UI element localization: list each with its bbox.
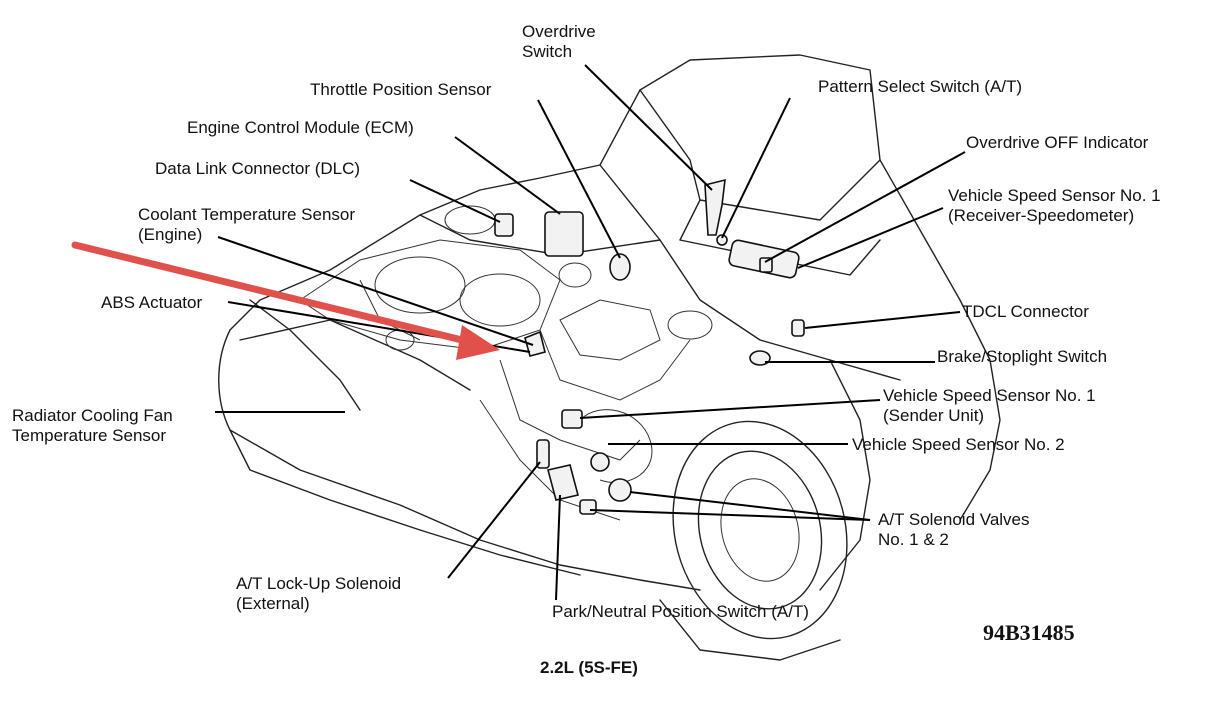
leader-vss1-receiver [797,207,944,269]
dlc-glyph [494,213,514,237]
lockup-solenoid-glyph [536,439,550,469]
label-at-solenoid-valves: A/T Solenoid Valves No. 1 & 2 [878,510,1030,549]
leader-ecm [454,136,561,215]
label-at-lockup-solenoid: A/T Lock-Up Solenoid (External) [236,574,402,613]
leader-lockup-solenoid [447,461,541,579]
label-throttle-position-sensor: Throttle Position Sensor [310,80,492,99]
pattern-switch-glyph [716,234,728,246]
leader-lines [215,64,966,601]
park-neutral-switch-glyph [547,464,579,501]
leader-overdrive-indicator [764,151,966,263]
highlight-arrow [71,241,500,360]
leader-coolant-sensor [217,236,534,346]
coolant-sensor-glyph [524,330,546,357]
vss1-sender-glyph [561,409,583,429]
label-overdrive-off-indicator: Overdrive OFF Indicator [966,133,1149,152]
leader-dlc [409,179,501,223]
component-glyphs [494,178,805,515]
label-park-neutral-switch: Park/Neutral Position Switch (A/T) [552,602,809,621]
label-vss2: Vehicle Speed Sensor No. 2 [852,435,1065,454]
figure-code: 94B31485 [983,620,1075,645]
solenoid-valve-2-glyph [579,499,597,515]
vss2-glyph [590,452,610,472]
leader-vss1-sender [579,399,881,419]
label-pattern-select-switch: Pattern Select Switch (A/T) [818,77,1023,96]
overdrive-indicator-glyph [759,257,773,273]
label-brake-stoplight-switch: Brake/Stoplight Switch [937,347,1108,366]
shift-lever-glyph [704,178,726,236]
throttle-sensor-glyph [609,253,631,281]
highlight-arrow-shaft [71,241,474,346]
label-vss1-receiver: Vehicle Speed Sensor No. 1 (Receiver-Spe… [948,186,1161,225]
label-engine-control-module: Engine Control Module (ECM) [187,118,414,137]
car-body-outline [218,54,1001,661]
label-tdcl-connector: TDCL Connector [962,302,1089,321]
label-data-link-connector: Data Link Connector (DLC) [155,159,361,178]
label-vss1-sender: Vehicle Speed Sensor No. 1 (Sender Unit) [883,386,1096,425]
leader-tdcl [804,311,961,329]
label-abs-actuator: ABS Actuator [101,293,203,312]
leader-park-neutral [555,494,561,601]
leader-overdrive-switch [584,64,713,191]
leader-solenoid-valve-1 [629,491,871,521]
label-overdrive-switch: Overdrive Switch [522,22,596,61]
ecm-module-glyph [544,211,584,257]
engine-caption: 2.2L (5S-FE) [540,658,638,677]
tdcl-glyph [791,319,805,337]
solenoid-valve-glyph [608,478,632,502]
leader-throttle-sensor [537,99,621,259]
label-radiator-fan-temp-sensor: Radiator Cooling Fan Temperature Sensor [12,406,173,445]
leader-pattern-select [721,97,791,239]
label-coolant-temperature-sensor: Coolant Temperature Sensor (Engine) [138,205,356,244]
leader-solenoid-valve-2 [589,509,871,521]
highlight-arrow-head [456,325,500,360]
